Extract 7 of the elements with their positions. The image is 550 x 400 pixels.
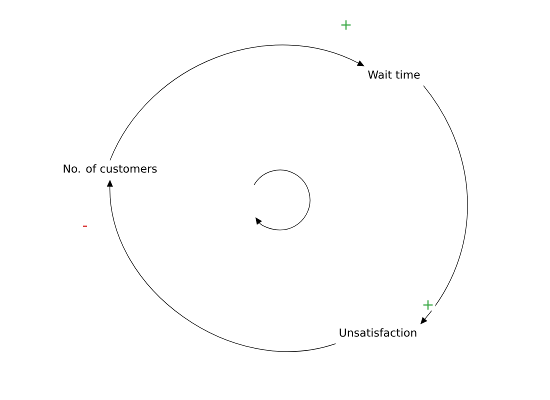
variable-label: No. of customers	[64, 164, 157, 173]
variable-label: Wait time	[368, 70, 420, 79]
polarity-sign: +	[338, 19, 354, 31]
polarity-sign: -	[81, 224, 89, 232]
polarity-sign: +	[420, 299, 436, 311]
variable-label: Unsatisfaction	[340, 328, 416, 337]
arrow	[110, 44, 364, 161]
